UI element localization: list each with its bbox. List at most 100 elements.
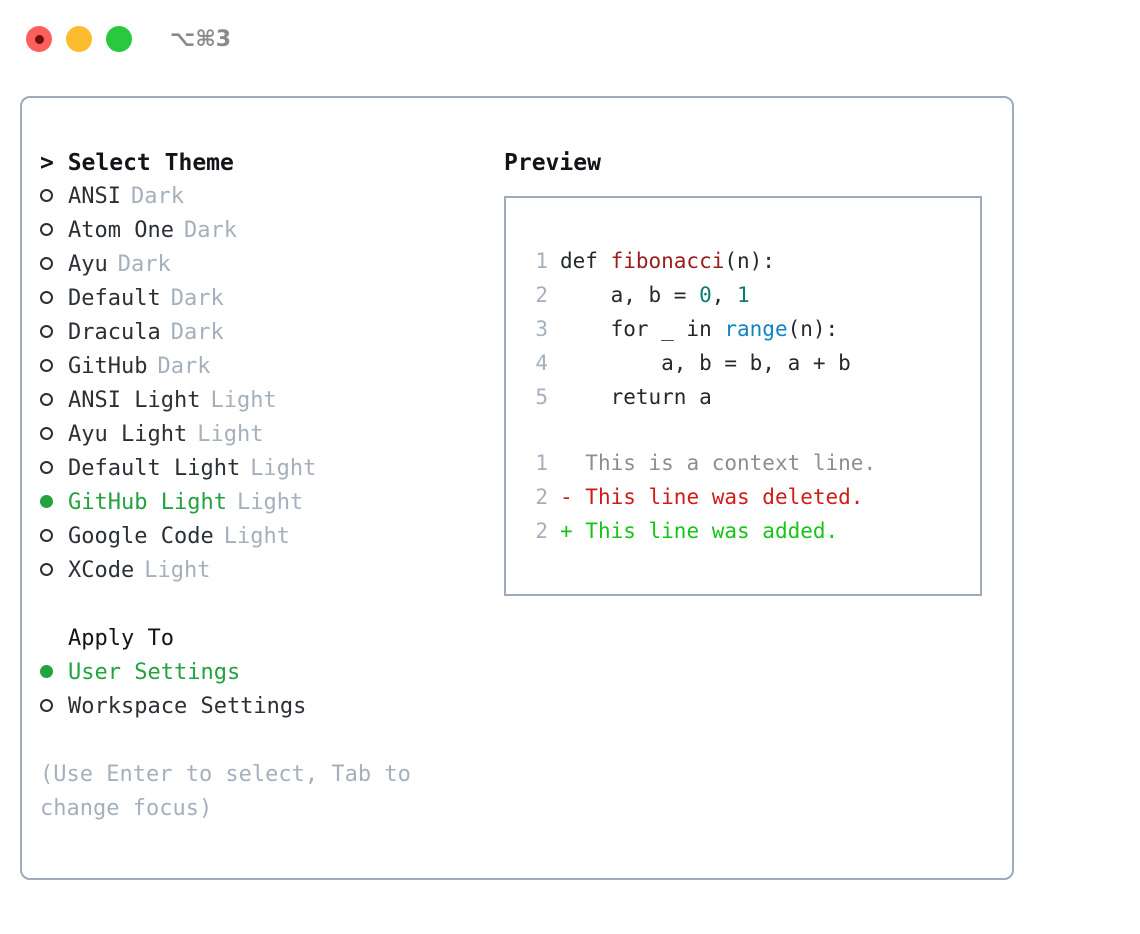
code-token-plain: def — [560, 249, 611, 273]
radio-selected-icon — [40, 486, 68, 520]
theme-variant: Light — [197, 422, 264, 447]
diff-marker: - — [560, 485, 573, 509]
diff-line-del: 2- This line was deleted. — [524, 480, 980, 514]
code-line: 4 a, b = b, a + b — [524, 346, 980, 380]
line-number: 2 — [535, 283, 548, 307]
close-button[interactable] — [26, 26, 52, 52]
theme-name: Default Light — [68, 456, 241, 481]
theme-option-ansi[interactable]: ANSI Dark — [40, 180, 484, 214]
window-controls — [26, 26, 132, 52]
apply-to-option-user-settings[interactable]: User Settings — [40, 656, 484, 690]
theme-variant: Light — [223, 524, 290, 549]
theme-option-xcode[interactable]: XCode Light — [40, 554, 484, 588]
theme-variant: Dark — [157, 354, 211, 379]
theme-variant: Light — [210, 388, 277, 413]
radio-unselected-icon — [40, 350, 68, 384]
theme-variant: Dark — [170, 320, 224, 345]
theme-name: GitHub — [68, 354, 148, 379]
theme-option-ayu-light[interactable]: Ayu Light Light — [40, 418, 484, 452]
code-token-fn: fibonacci — [610, 249, 725, 273]
radio-unselected-icon — [40, 316, 68, 350]
theme-variant: Dark — [130, 184, 184, 209]
code-token-plain: return a — [560, 385, 712, 409]
diff-sample: 1 This is a context line.2- This line wa… — [524, 446, 980, 548]
radio-unselected-icon — [40, 520, 68, 554]
radio-unselected-icon — [40, 452, 68, 486]
apply-to-label: Workspace Settings — [68, 694, 307, 719]
radio-unselected-icon — [40, 282, 68, 316]
line-number: 1 — [535, 249, 548, 273]
code-token-plain: (n): — [787, 317, 839, 341]
theme-option-ansi-light[interactable]: ANSI Light Light — [40, 384, 484, 418]
theme-option-github-light[interactable]: GitHub Light Light — [40, 486, 484, 520]
select-theme-heading: > Select Theme — [40, 150, 234, 176]
theme-name: ANSI Light — [68, 388, 201, 413]
code-token-plain: (n): — [724, 249, 775, 273]
apply-to-label: User Settings — [68, 660, 241, 685]
radio-unselected-icon — [40, 180, 68, 214]
radio-unselected-icon — [40, 384, 68, 418]
theme-name: Atom One — [68, 218, 174, 243]
code-token-plain: , — [711, 283, 738, 307]
diff-line-ctx: 1 This is a context line. — [524, 446, 980, 480]
maximize-button[interactable] — [106, 26, 132, 52]
radio-selected-icon — [40, 656, 68, 690]
code-line: 3 for _ in range(n): — [524, 312, 980, 346]
code-token-plain: for _ in — [560, 317, 725, 341]
radio-unselected-icon — [40, 248, 68, 282]
diff-line-add: 2 + This line was added. — [524, 514, 980, 548]
theme-option-atom-one[interactable]: Atom One Dark — [40, 214, 484, 248]
line-number: 1 — [535, 451, 548, 475]
theme-variant: Dark — [117, 252, 171, 277]
line-number: 2 — [535, 485, 548, 509]
theme-name: Ayu Light — [68, 422, 188, 447]
theme-option-github[interactable]: GitHub Dark — [40, 350, 484, 384]
theme-variant: Light — [144, 558, 211, 583]
list-spacer — [40, 588, 484, 622]
close-icon — [34, 34, 44, 44]
radio-unselected-icon — [40, 690, 68, 724]
theme-name: Google Code — [68, 524, 214, 549]
theme-name: XCode — [68, 558, 135, 583]
diff-text: This is a context line. — [572, 451, 877, 475]
theme-name: GitHub Light — [68, 490, 227, 515]
radio-unselected-icon — [40, 554, 68, 588]
theme-option-google-code[interactable]: Google Code Light — [40, 520, 484, 554]
line-number: 3 — [535, 317, 548, 341]
theme-name: ANSI — [68, 184, 121, 209]
code-token-num: 1 — [737, 283, 750, 307]
apply-to-heading: Apply To — [68, 626, 174, 651]
code-line: 5 return a — [524, 380, 980, 414]
diff-marker: + — [560, 519, 573, 543]
code-line: 2 a, b = 0, 1 — [524, 278, 980, 312]
line-number: 5 — [535, 385, 548, 409]
code-token-plain: a, b = — [560, 283, 700, 307]
radio-unselected-icon — [40, 418, 68, 452]
theme-variant: Light — [236, 490, 304, 515]
code-token-call: range — [724, 317, 788, 341]
code-token-num: 0 — [699, 283, 712, 307]
apply-to-option-workspace-settings[interactable]: Workspace Settings — [40, 690, 484, 724]
minimize-button[interactable] — [66, 26, 92, 52]
theme-variant: Dark — [183, 218, 237, 243]
keyboard-hint: (Use Enter to select, Tab to change focu… — [40, 762, 425, 821]
diff-text: This line was deleted. — [572, 485, 864, 509]
preview-heading: Preview — [504, 150, 601, 176]
line-number: 2 — [535, 519, 548, 543]
diff-text: This line was added. — [572, 519, 839, 543]
theme-variant: Dark — [170, 286, 224, 311]
radio-unselected-icon — [40, 214, 68, 248]
hint-spacer — [40, 724, 484, 758]
